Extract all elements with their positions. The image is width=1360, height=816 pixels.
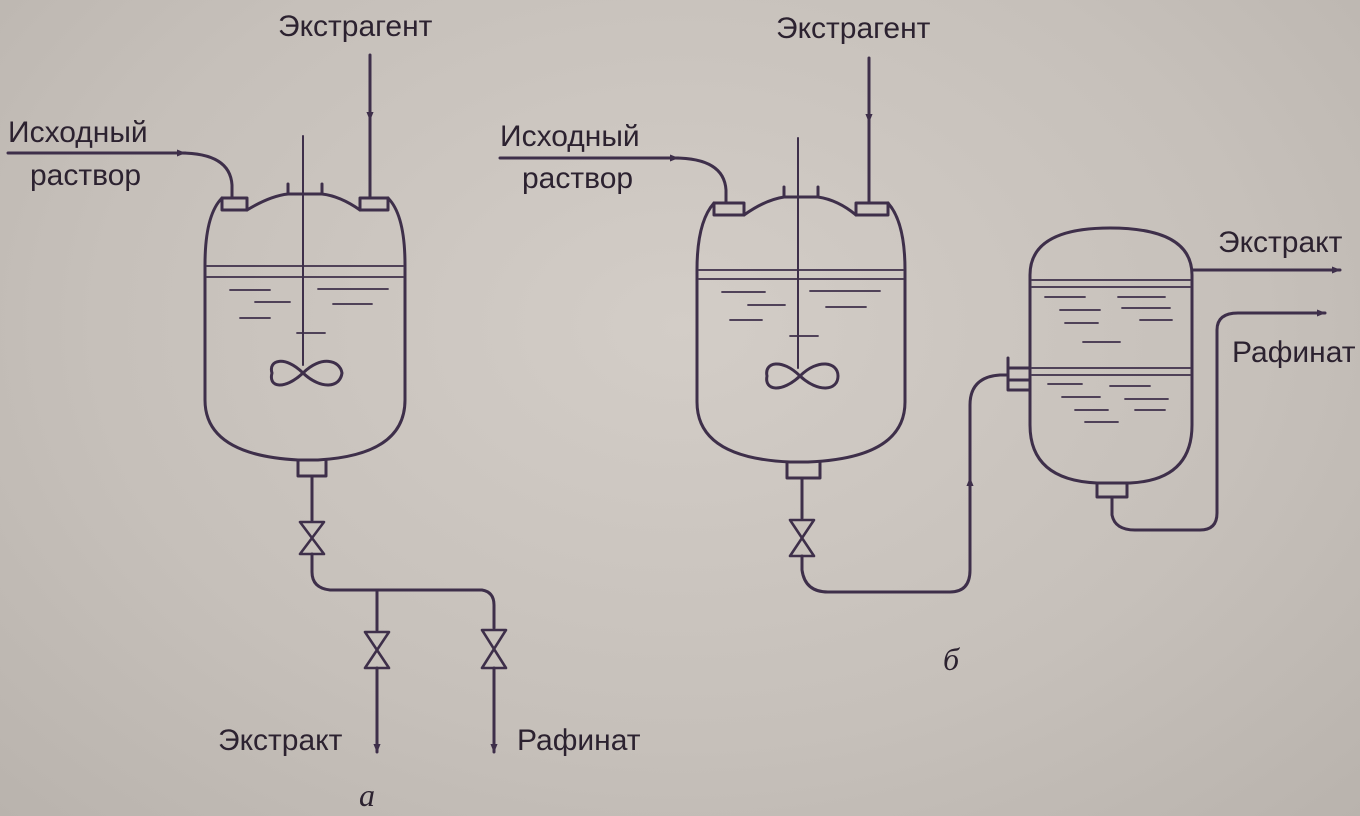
feed-label-line2-a: раствор <box>30 159 141 192</box>
settler-liquid-b <box>1031 279 1191 423</box>
raffinate-valve-a <box>480 628 508 670</box>
extract-label-a: Экстракт <box>218 724 343 757</box>
outlet-valve-a <box>298 520 326 556</box>
agitator-b <box>765 137 840 390</box>
panel-a: Исходный раствор Экстрагент Экстракт Раф… <box>6 10 641 813</box>
raffinate-pipe-b <box>1110 309 1327 532</box>
mixer-vessel-a <box>203 182 407 478</box>
panel-letter-b: б <box>943 641 960 677</box>
extract-valve-a <box>363 630 391 670</box>
feed-pipe-a <box>178 151 234 200</box>
transfer-pipe-b <box>800 373 1010 594</box>
outlet-valve-b <box>788 518 816 558</box>
raffinate-label-a: Рафинат <box>517 724 641 757</box>
panel-letter-a: а <box>359 777 375 813</box>
feed-pipe-b <box>672 156 728 205</box>
agitator-a <box>269 135 344 387</box>
panel-b: Исходный раствор Экстрагент Экстракт Раф… <box>498 12 1356 677</box>
feed-label-line1-a: Исходный <box>8 116 148 149</box>
mixer-vessel-b <box>695 185 907 480</box>
extractant-label-a: Экстрагент <box>278 10 433 43</box>
settler-vessel-b <box>1006 226 1194 499</box>
liquid-b <box>698 269 904 337</box>
header-pipe-a <box>310 552 496 630</box>
extract-label-b: Экстракт <box>1218 226 1343 259</box>
liquid-a <box>206 265 404 334</box>
feed-label-line2-b: раствор <box>522 162 633 195</box>
extractant-label-b: Экстрагент <box>776 12 931 45</box>
raffinate-label-b: Рафинат <box>1232 336 1356 369</box>
feed-label-line1-b: Исходный <box>500 120 640 153</box>
